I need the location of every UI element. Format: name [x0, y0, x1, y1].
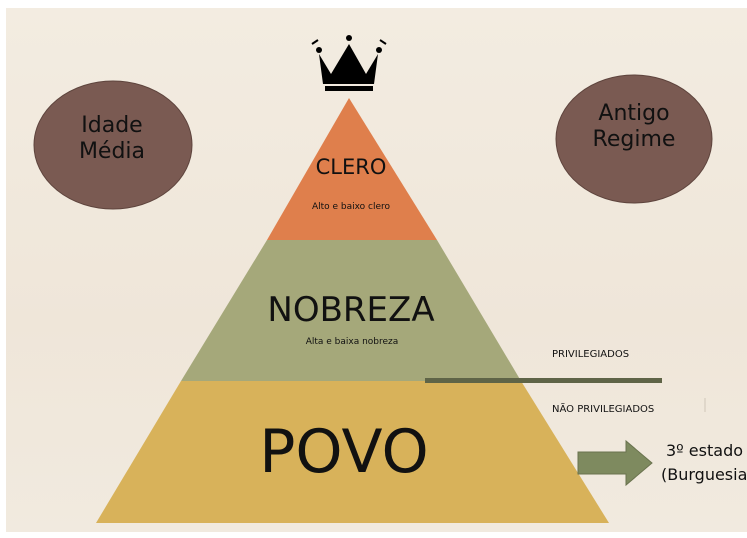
third-estate-line2: (Burguesia) [661, 465, 747, 484]
right-arrow-icon [577, 439, 653, 487]
circle-label-line2: Média [78, 139, 146, 164]
label-nao-privilegiados: NÃO PRIVILEGIADOS [552, 404, 655, 415]
third-estate-line1: 3º estado [666, 441, 744, 460]
circle-label-line2: Regime [592, 127, 676, 152]
nobreza-title: NOBREZA [267, 290, 435, 330]
pyramid-tier-clero [267, 98, 437, 240]
circle-label-line1: Idade [81, 113, 143, 138]
pyramid-tier-povo [96, 381, 609, 523]
circle-label-idade-media: Idade Média [60, 113, 164, 165]
pyramid-tier-nobreza [181, 240, 521, 381]
circle-antigo-regime [555, 74, 713, 204]
privileged-divider-line [425, 378, 662, 383]
circle-label-antigo-regime: Antigo Regime [581, 101, 687, 153]
povo-title: POVO [259, 417, 429, 487]
crown-icon [311, 35, 387, 91]
circle-label-line1: Antigo [598, 101, 670, 126]
clero-title: CLERO [315, 155, 387, 179]
label-privilegiados: PRIVILEGIADOS [552, 349, 630, 360]
nobreza-subtitle: Alta e baixa nobreza [305, 337, 399, 347]
circle-idade-media [33, 80, 193, 210]
clero-subtitle: Alto e baixo clero [311, 202, 391, 212]
